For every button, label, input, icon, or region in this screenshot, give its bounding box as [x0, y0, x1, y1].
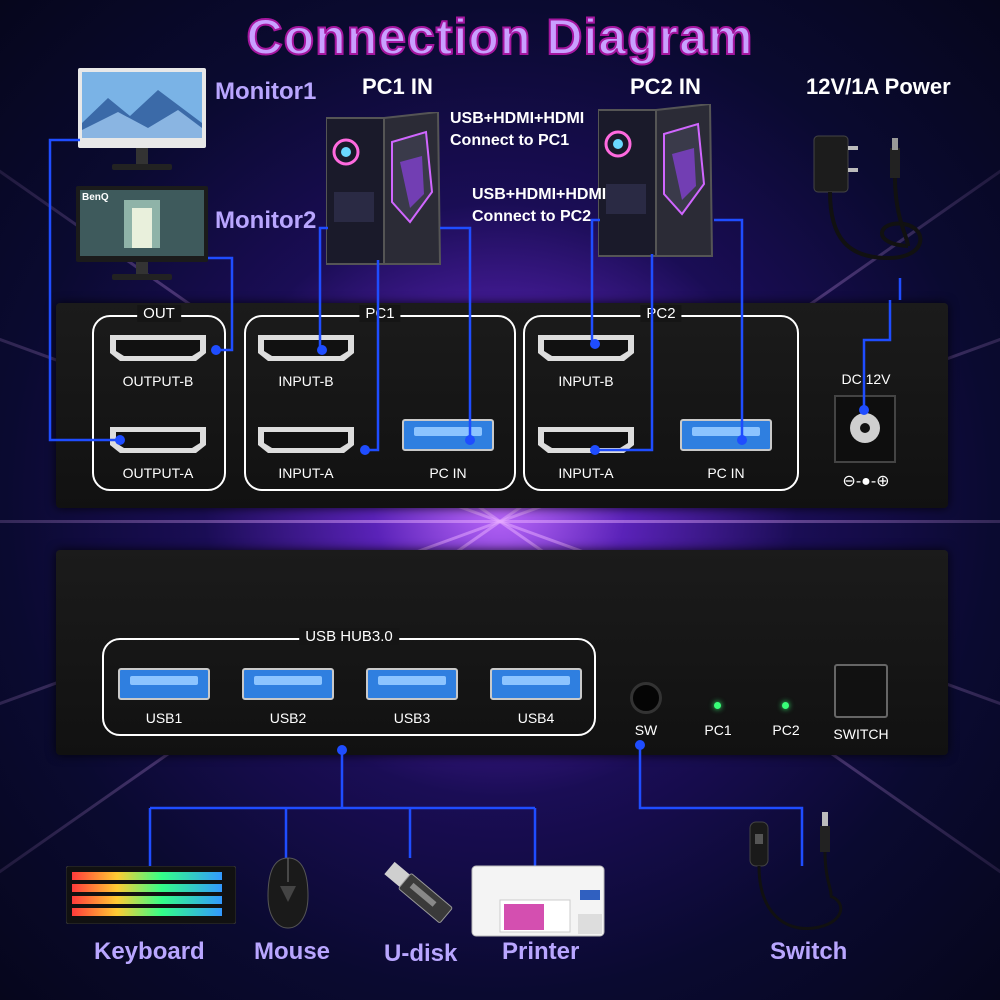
pc2-in-label: PC2 IN [630, 74, 701, 99]
monitor1-label: Monitor1 [215, 78, 317, 105]
keyboard-label: Keyboard [94, 938, 205, 965]
out-group-title: OUT [137, 305, 181, 322]
pc2-group-title: PC2 [640, 305, 682, 322]
printer-icon [470, 860, 610, 942]
keyboard-icon [65, 865, 237, 925]
pc2-input-b-port[interactable] [536, 333, 636, 363]
back-panel: OUT PC1 PC2 OUTPUT-B OUTPUT-A INPUT-B IN… [56, 303, 948, 508]
monitor1-icon [78, 68, 206, 178]
usb4-port[interactable] [490, 668, 582, 700]
pc1-group-title: PC1 [359, 305, 401, 322]
pc1-usb-port[interactable] [402, 419, 494, 451]
output-b-label: OUTPUT-B [122, 373, 194, 389]
front-panel: USB HUB3.0 USB1 USB2 USB3 USB4 SW PC1 PC… [56, 550, 948, 755]
usb1-port[interactable] [118, 668, 210, 700]
usb1-label: USB1 [145, 710, 183, 726]
usb-hub-group: USB HUB3.0 [102, 628, 596, 736]
pc1-connect-note: USB+HDMI+HDMI Connect to PC1 [450, 108, 584, 152]
power-adapter-icon [808, 128, 938, 278]
output-b-port[interactable] [108, 333, 208, 363]
usb-hub-title: USB HUB3.0 [299, 628, 399, 645]
pc1-in-label: PC1 IN [362, 74, 433, 99]
monitor2-icon: BenQ [76, 186, 208, 286]
usb4-label: USB4 [517, 710, 555, 726]
switch-button[interactable] [834, 664, 888, 718]
pc2-pc-in-label: PC IN [707, 465, 745, 481]
pc2-note-line1: USB+HDMI+HDMI [472, 186, 607, 203]
pc2-input-a-label: INPUT-A [558, 465, 614, 481]
usb2-label: USB2 [269, 710, 307, 726]
switch-label: Switch [770, 938, 848, 965]
udisk-icon [370, 852, 460, 932]
pc1-led-label: PC1 [704, 722, 732, 738]
pc1-input-a-port[interactable] [256, 425, 356, 455]
pc2-connect-note: USB+HDMI+HDMI Connect to PC2 [472, 184, 606, 228]
pc1-pc-in-label: PC IN [429, 465, 467, 481]
switch-cable-icon [744, 812, 860, 936]
monitor2-brand: BenQ [82, 192, 109, 203]
output-a-port[interactable] [108, 425, 208, 455]
switch-button-label: SWITCH [833, 726, 889, 742]
dc-label: DC 12V [841, 371, 891, 387]
pc1-tower-icon [325, 110, 444, 268]
printer-label: Printer [502, 938, 580, 965]
output-a-label: OUTPUT-A [122, 465, 194, 481]
usb3-port[interactable] [366, 668, 458, 700]
pc1-led [714, 702, 721, 709]
usb2-port[interactable] [242, 668, 334, 700]
dc-jack[interactable] [834, 395, 896, 463]
pc2-tower-icon [597, 102, 716, 260]
pc2-input-b-label: INPUT-B [558, 373, 614, 389]
pc2-led [782, 702, 789, 709]
pc1-input-a-label: INPUT-A [278, 465, 334, 481]
udisk-label: U-disk [384, 940, 458, 967]
mouse-label: Mouse [254, 938, 331, 965]
usb3-label: USB3 [393, 710, 431, 726]
pc1-note-line2: Connect to PC1 [450, 132, 570, 149]
pc2-led-label: PC2 [772, 722, 800, 738]
pc2-input-a-port[interactable] [536, 425, 636, 455]
pc1-input-b-port[interactable] [256, 333, 356, 363]
monitor2-label: Monitor2 [215, 207, 317, 234]
sw-label: SW [634, 722, 658, 738]
pc1-input-b-label: INPUT-B [278, 373, 334, 389]
power-label: 12V/1A Power [806, 74, 951, 99]
polarity-symbol: ⊖-●-⊕ [842, 473, 890, 490]
mouse-icon [266, 856, 310, 930]
pc1-note-line1: USB+HDMI+HDMI [450, 110, 585, 127]
pc2-note-line2: Connect to PC2 [472, 208, 592, 225]
pc2-usb-port[interactable] [680, 419, 772, 451]
diagram-title: Connection Diagram [246, 8, 754, 66]
sw-jack[interactable] [630, 682, 662, 714]
